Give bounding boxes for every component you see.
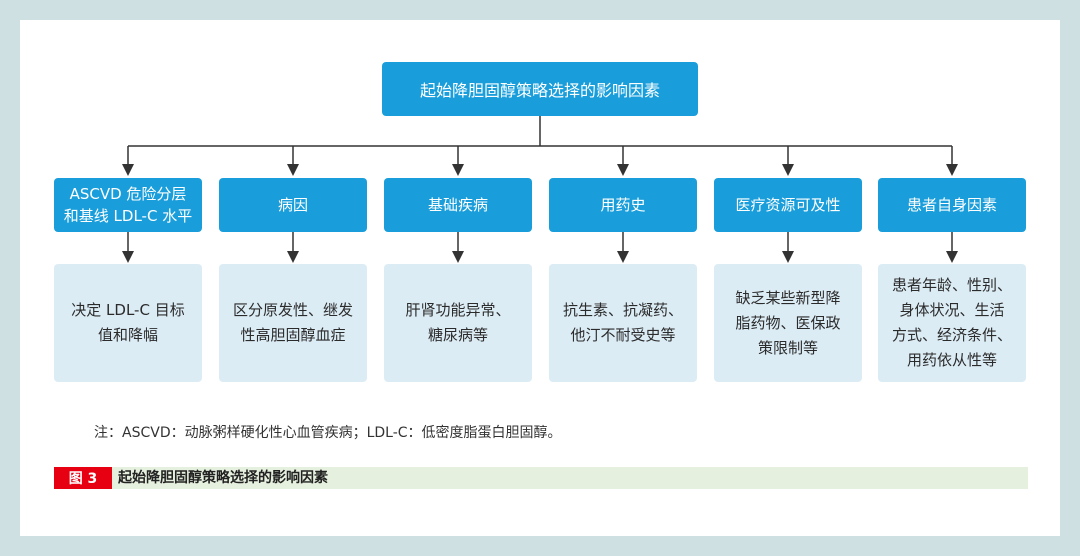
figure-caption-title: 起始降胆固醇策略选择的影响因素 xyxy=(118,470,328,486)
detail-node-ascvd: 决定 LDL-C 目标 值和降幅 xyxy=(54,264,202,382)
detail-node-patient-factors: 患者年龄、性别、 身体状况、生活 方式、经济条件、 用药依从性等 xyxy=(878,264,1026,382)
detail-node-comorbidity: 肝肾功能异常、 糖尿病等 xyxy=(384,264,532,382)
category-node-etiology: 病因 xyxy=(219,178,367,232)
category-node-ascvd: ASCVD 危险分层 和基线 LDL-C 水平 xyxy=(54,178,202,232)
category-node-medication-history: 用药史 xyxy=(549,178,697,232)
category-node-comorbidity: 基础疾病 xyxy=(384,178,532,232)
caption-bar xyxy=(54,467,1028,489)
figure-number-label: 图 3 xyxy=(54,467,112,489)
detail-node-etiology: 区分原发性、继发 性高胆固醇血症 xyxy=(219,264,367,382)
detail-node-resource-access: 缺乏某些新型降 脂药物、医保政 策限制等 xyxy=(714,264,862,382)
connector-lines xyxy=(122,116,958,263)
figure-frame: 起始降胆固醇策略选择的影响因素 ASCVD 危险分层 和基线 LDL-C 水平 … xyxy=(20,20,1060,536)
category-node-resource-access: 医疗资源可及性 xyxy=(714,178,862,232)
detail-node-medication-history: 抗生素、抗凝药、 他汀不耐受史等 xyxy=(549,264,697,382)
category-node-patient-factors: 患者自身因素 xyxy=(878,178,1026,232)
root-node: 起始降胆固醇策略选择的影响因素 xyxy=(382,62,698,116)
figure-note: 注：ASCVD：动脉粥样硬化性心血管疾病；LDL-C：低密度脂蛋白胆固醇。 xyxy=(94,425,562,441)
